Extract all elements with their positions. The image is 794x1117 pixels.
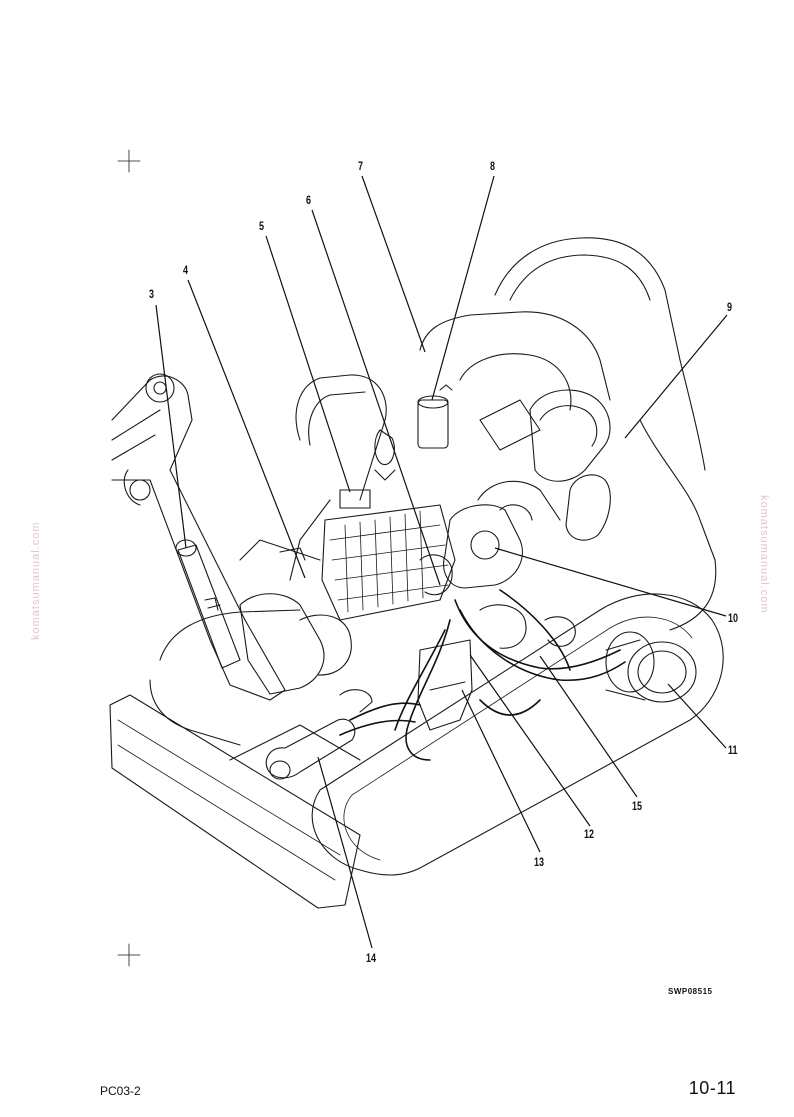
- callout-6: 6: [306, 193, 312, 207]
- blade-cylinder: [265, 689, 373, 780]
- page-number: 10-11: [688, 1078, 736, 1098]
- figure-code: SWP08515: [668, 987, 713, 996]
- swing-bracket: [239, 547, 352, 695]
- hydraulic-filter: [417, 384, 453, 449]
- leader-lines: [155, 175, 728, 949]
- travel-motor: [605, 631, 697, 703]
- callout-10: 10: [728, 611, 739, 625]
- model-number: PC03-2: [100, 1084, 141, 1098]
- registration-mark-bottom: [117, 943, 141, 967]
- callout-4: 4: [183, 263, 189, 277]
- watermark-right: komatsumanual.com: [758, 495, 770, 614]
- callout-5: 5: [259, 219, 265, 233]
- callout-13: 13: [534, 855, 545, 869]
- callout-7: 7: [358, 159, 364, 173]
- crawler-track: [149, 593, 724, 876]
- boom-arm: [111, 373, 286, 701]
- callout-14: 14: [366, 951, 377, 965]
- registration-mark-top: [117, 149, 141, 173]
- boom-cylinder: [175, 539, 241, 669]
- callout-11: 11: [728, 743, 738, 757]
- callout-3: 3: [149, 287, 155, 301]
- dozer-blade: [109, 694, 361, 909]
- callout-8: 8: [490, 159, 496, 173]
- hydraulic-pump: [419, 504, 533, 596]
- upper-structure: [289, 374, 396, 581]
- watermark-left: komatsumanual.com: [30, 521, 42, 641]
- callout-9: 9: [727, 300, 733, 314]
- callout-12: 12: [584, 827, 595, 841]
- engine-air-cleaner: [477, 389, 611, 541]
- operator-seat: [419, 237, 717, 631]
- hydraulic-hoses: [239, 539, 626, 761]
- control-valve: [321, 489, 456, 621]
- callout-15: 15: [632, 799, 643, 813]
